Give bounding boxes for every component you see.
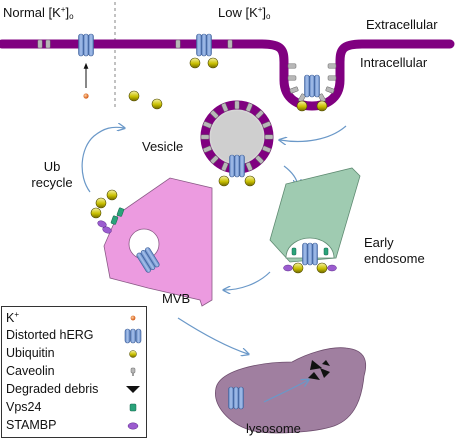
arrow-ub-recycle xyxy=(81,127,124,193)
early-endosome-label: Early endosome xyxy=(364,235,425,266)
legend-item-ubiquitin: Ubiquitin xyxy=(6,345,146,363)
caveolin-vesicle-unit xyxy=(255,110,264,119)
caveolin-vesicle-unit xyxy=(200,134,210,140)
herg-channel-low-k xyxy=(196,33,212,57)
potassium-ion xyxy=(83,93,89,99)
early-endosome xyxy=(269,167,361,263)
caveolin-vesicle-unit xyxy=(210,110,219,119)
legend-item-potassium: K+ xyxy=(6,309,146,327)
caveolin-vesicle-unit xyxy=(245,162,253,172)
arrow-endosome-to-mvb xyxy=(224,271,271,290)
lysosome xyxy=(215,347,367,434)
degraded-debris xyxy=(308,360,330,380)
herg-channel-normal xyxy=(78,33,94,57)
caveolin-coat-vesicle xyxy=(200,100,274,174)
arrow-degradation xyxy=(263,380,308,403)
ubiquitin-icon xyxy=(129,350,137,358)
lysosome-label: lysosome xyxy=(246,421,301,436)
caveolin-vesicle-unit xyxy=(262,145,272,153)
legend-item-debris: Degraded debris xyxy=(6,381,146,399)
normal-k-label: Normal [K+]o xyxy=(3,5,74,21)
herg-channel-vesicle xyxy=(229,154,245,178)
mvb xyxy=(103,177,213,307)
herg-channel-icon xyxy=(124,328,142,344)
arrow-pit-to-vesicle xyxy=(280,125,347,141)
caveolin-vesicle-unit xyxy=(245,102,253,112)
legend-item-caveolin: Caveolin xyxy=(6,363,146,381)
legend: K+ Distorted hERG Ubiquitin Caveolin Deg… xyxy=(1,306,147,438)
legend-item-stambp: STAMBP xyxy=(6,417,146,435)
caveolin-vesicle-unit xyxy=(262,121,272,129)
plasma-membrane xyxy=(0,39,455,111)
stambp-icon xyxy=(127,422,139,430)
caveolin-icon xyxy=(130,367,136,376)
caveolin-vesicle-unit xyxy=(234,100,240,110)
low-k-label: Low [K+]o xyxy=(218,5,271,21)
caveolin-vesicle-unit xyxy=(255,155,264,164)
herg-channel-pit xyxy=(304,74,320,98)
vesicle-label: Vesicle xyxy=(142,139,184,154)
caveolin-vesicle-unit xyxy=(264,134,274,140)
caveolin-vesicle-unit xyxy=(210,155,219,164)
caveolin-vesicle-unit xyxy=(221,102,229,112)
intracellular-label: Intracellular xyxy=(360,55,428,70)
extracellular-label: Extracellular xyxy=(366,17,438,32)
caveolin-vesicle-unit xyxy=(202,121,212,129)
debris-icon xyxy=(126,386,140,393)
caveolin-vesicle-unit xyxy=(221,162,229,172)
legend-item-herg: Distorted hERG xyxy=(6,327,146,345)
potassium-ion-icon xyxy=(130,315,136,321)
herg-channel-endosome xyxy=(302,242,318,266)
arrow-mvb-to-lysosome xyxy=(177,317,248,354)
caveolin-vesicle-unit xyxy=(202,145,212,153)
mvb-label: MVB xyxy=(162,291,191,306)
herg-channel-lysosome xyxy=(228,386,244,410)
vps24-icon xyxy=(129,403,137,412)
ub-recycle-label: Ub recycle xyxy=(31,159,73,190)
legend-item-vps24: Vps24 xyxy=(6,399,146,417)
